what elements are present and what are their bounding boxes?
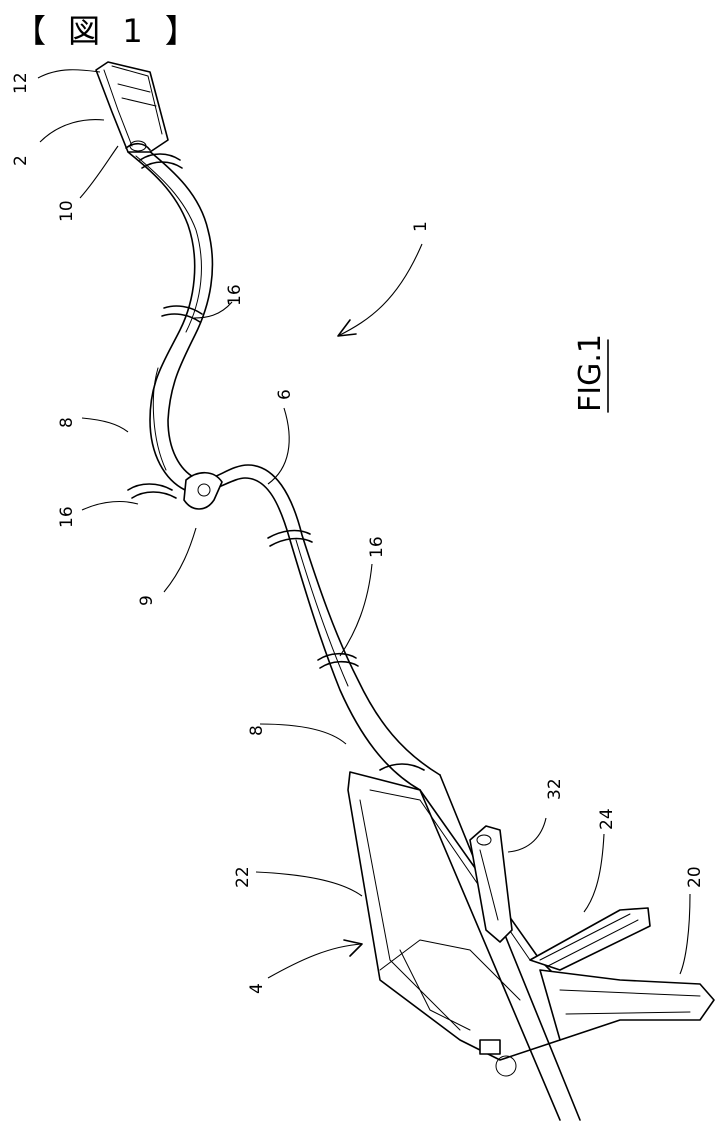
label-2: 2 (11, 155, 31, 166)
label-10: 10 (57, 200, 77, 222)
bend-connector (184, 473, 222, 509)
label-9: 9 (137, 595, 157, 606)
tip-assembly (96, 62, 168, 152)
figure-caption-group: FIG.1 (573, 334, 608, 412)
label-16-lower: 16 (367, 536, 387, 558)
label-20: 20 (685, 866, 705, 888)
flexible-tube (128, 150, 440, 790)
trigger-lever (530, 908, 650, 970)
handle-body (348, 772, 580, 1060)
arrows (268, 320, 362, 978)
figure-caption: FIG.1 (573, 334, 608, 412)
label-16-upper: 16 (225, 284, 245, 306)
label-16-middle: 16 (57, 506, 77, 528)
reference-labels: 12 2 10 1 16 8 6 16 9 16 8 32 24 22 20 4 (11, 72, 705, 994)
tube-rings (128, 154, 424, 770)
label-12: 12 (11, 72, 31, 94)
label-22: 22 (233, 866, 253, 888)
label-4: 4 (247, 983, 267, 994)
label-8-lower: 8 (247, 725, 267, 736)
fixed-grip (540, 970, 714, 1040)
label-6: 6 (275, 389, 295, 400)
label-1: 1 (411, 221, 431, 232)
label-24: 24 (597, 808, 617, 830)
label-8-upper: 8 (57, 417, 77, 428)
label-32: 32 (545, 778, 565, 800)
